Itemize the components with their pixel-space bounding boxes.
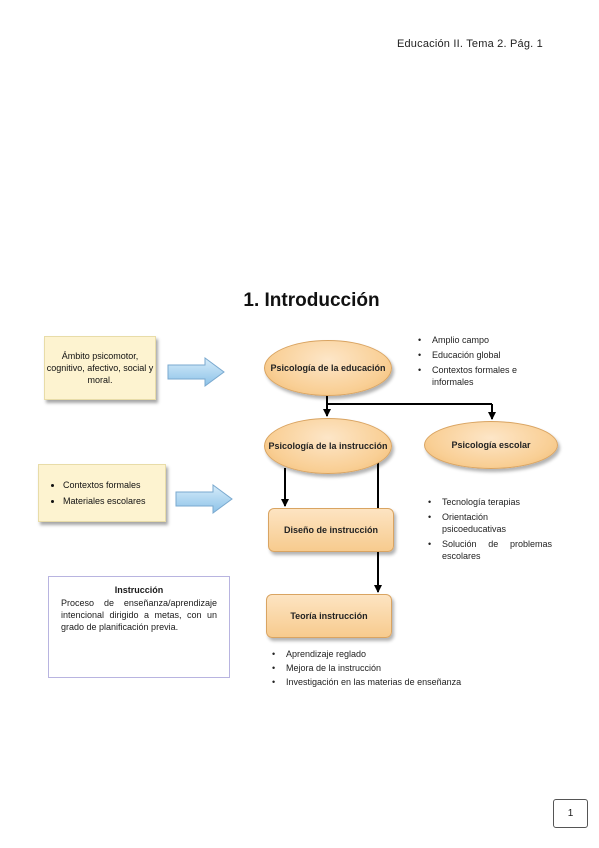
list-item: Educación global [416, 349, 546, 361]
note-contexts-item: Materiales escolares [63, 493, 165, 509]
definition-box: Instrucción Proceso de enseñanza/aprendi… [48, 576, 230, 678]
list-item: Tecnología terapias [426, 496, 552, 508]
list-item: Solución de problemas escolares [426, 538, 552, 562]
note-contexts: Contextos formales Materiales escolares [38, 464, 166, 522]
list-item: Amplio campo [416, 334, 546, 346]
page-header: Educación II. Tema 2. Pág. 1 [396, 38, 543, 50]
list-item: Orientación psicoeducativas [426, 511, 552, 535]
note-domains-text: Ámbito psicomotor, cognitivo, afectivo, … [46, 351, 154, 385]
escolar-bullet-list: Tecnología terapias Orientación psicoedu… [426, 496, 552, 565]
node-psicologia-escolar: Psicología escolar [424, 421, 558, 469]
definition-body: Proceso de enseñanza/aprendizaje intenci… [61, 598, 217, 632]
list-item: Contextos formales e informales [416, 364, 546, 388]
note-domains: Ámbito psicomotor, cognitivo, afectivo, … [44, 336, 156, 400]
list-item: Aprendizaje reglado [270, 648, 550, 660]
list-item: Investigación en las materias de enseñan… [270, 676, 550, 688]
page-number: 1 [553, 799, 588, 828]
node-psicologia-educacion: Psicología de la educación [264, 340, 392, 396]
node-psicologia-instruccion: Psicología de la instrucción [264, 418, 392, 474]
definition-title: Instrucción [114, 585, 164, 595]
list-item: Mejora de la instrucción [270, 662, 550, 674]
block-arrow-icon [167, 357, 225, 387]
node-diseno-instruccion: Diseño de instrucción [268, 508, 394, 552]
education-bullet-list: Amplio campo Educación global Contextos … [416, 334, 546, 391]
teoria-bullet-list: Aprendizaje reglado Mejora de la instruc… [270, 648, 550, 690]
node-teoria-instruccion: Teoría instrucción [266, 594, 392, 638]
block-arrow-icon [175, 484, 233, 514]
section-title: 1. Introducción [243, 290, 380, 311]
note-contexts-item: Contextos formales [63, 477, 165, 493]
